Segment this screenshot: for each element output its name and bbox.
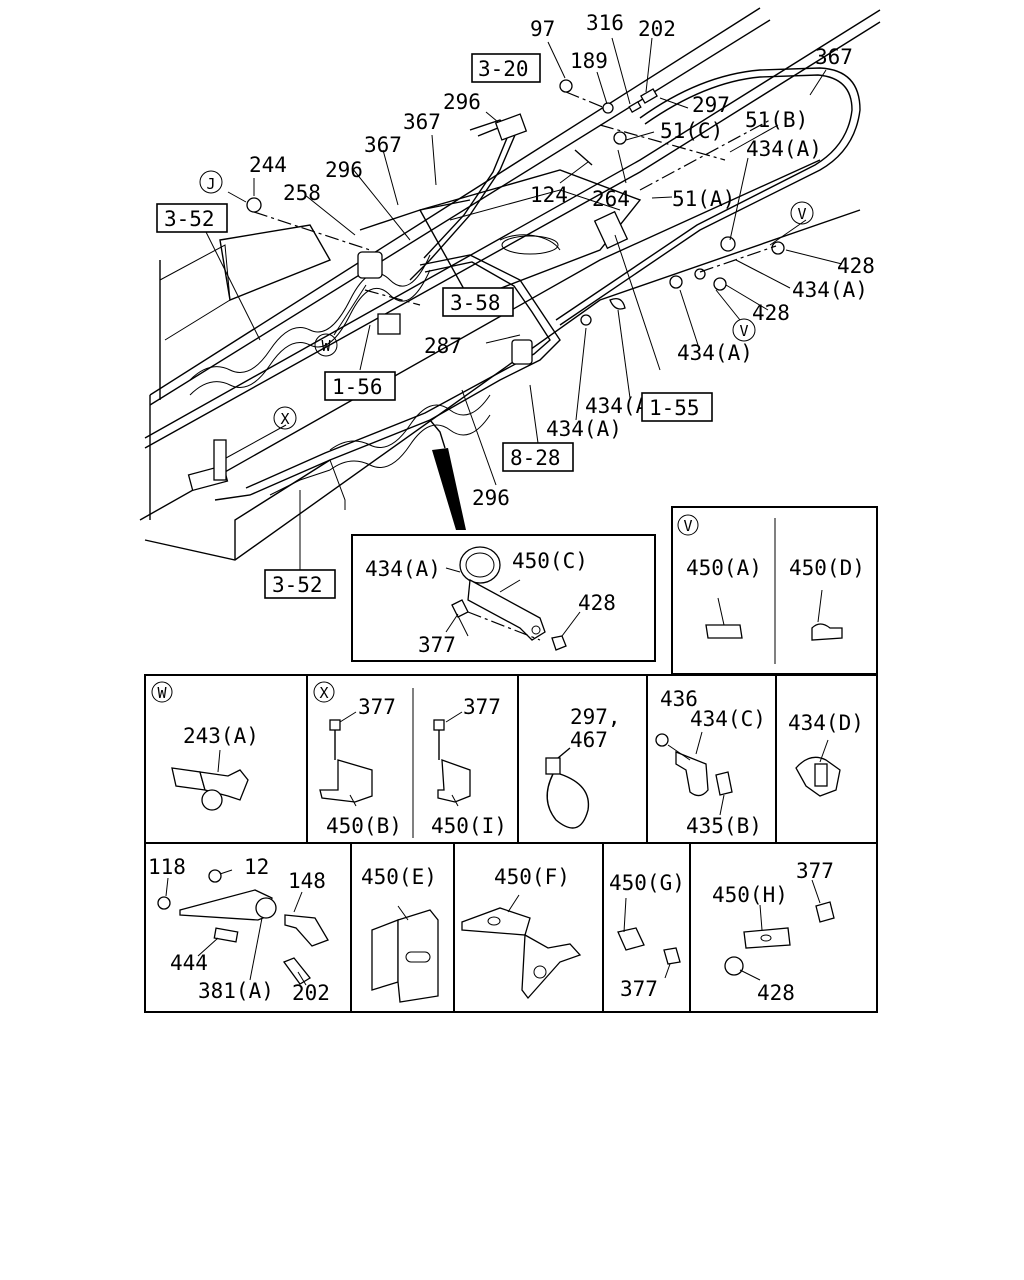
label-428-mid: 428 [752,301,790,325]
ref-box-3-20[interactable]: 3-20 [471,53,541,83]
svg-text:J: J [206,175,215,193]
label-296-top: 296 [443,90,481,114]
label-367-mid: 367 [403,110,441,134]
callout-circle-j: J [199,170,223,194]
label-434a-bottom: 434(A) [546,417,622,441]
label-118: 118 [148,855,186,879]
label-202-top: 202 [638,17,676,41]
label-450d: 450(D) [789,556,865,580]
label-367-left: 367 [364,133,402,157]
svg-text:1-56: 1-56 [332,375,383,399]
svg-text:1-55: 1-55 [649,396,700,420]
label-444: 444 [170,951,208,975]
panel-bracket-h: 450(H) 377 428 [712,859,835,1005]
panel-bracket-g: 450(G) 377 [609,871,685,1001]
label-450h: 450(H) [712,883,788,907]
label-243a: 243(A) [183,724,259,748]
svg-text:3-52: 3-52 [164,207,215,231]
label-202-bottom: 202 [292,981,330,1005]
label-297-467b: 467 [570,728,608,752]
label-450b: 450(B) [326,814,402,838]
callout-circle-w: W [314,333,338,357]
label-97: 97 [530,17,555,41]
ref-box-3-58[interactable]: 3-58 [442,287,514,317]
panel-h-label-377: 377 [796,859,834,883]
label-296-bottom: 296 [472,486,510,510]
label-264: 264 [592,187,630,211]
svg-text:W: W [321,337,331,355]
svg-text:3-58: 3-58 [450,291,501,315]
label-297-467a: 297, [570,705,621,729]
panel-x-label-377b: 377 [463,695,501,719]
label-428-right: 428 [837,254,875,278]
panel-bracket-e: 450(E) [361,865,439,1003]
label-258: 258 [283,181,321,205]
panel-v-tag: V [683,517,692,535]
panel-x-tag: X [319,684,328,702]
label-316: 316 [586,11,624,35]
label-51a: 51(A) [672,187,735,211]
panel-clip-d: 434(D) [788,711,864,797]
label-450g: 450(G) [609,871,685,895]
panel-x-label-377a: 377 [358,695,396,719]
chassis-frame-drawing [139,7,881,570]
label-381a: 381(A) [198,979,274,1003]
label-434a-top: 434(A) [746,137,822,161]
panel-w: W 243(A) [151,681,259,811]
label-434c: 434(C) [690,707,766,731]
panel-bracket-assy: 118 12 148 444 381(A) 202 [148,855,330,1005]
svg-text:V: V [739,322,748,340]
label-12: 12 [244,855,269,879]
ref-box-1-56[interactable]: 1-56 [324,371,396,401]
clamp-label-377: 377 [418,633,456,657]
panel-clip-c: 436 434(C) 435(B) [655,687,766,838]
label-450e: 450(E) [361,865,437,889]
label-287: 287 [424,334,462,358]
parts-grid-frame [144,674,878,1013]
svg-text:V: V [797,205,806,223]
panel-bracket-f: 450(F) [461,865,582,1000]
svg-text:3-52: 3-52 [272,573,323,597]
panel-g-label-377: 377 [620,977,658,1001]
label-148: 148 [288,869,326,893]
panel-x: X 377 377 450(B) 450(I) [313,681,507,838]
clamp-label-434a: 434(A) [365,557,441,581]
label-296-left: 296 [325,158,363,182]
svg-text:X: X [280,410,289,428]
label-297: 297 [692,93,730,117]
label-435b: 435(B) [686,814,762,838]
ref-box-3-52-bottom[interactable]: 3-52 [264,569,336,599]
label-51c: 51(C) [660,119,723,143]
label-189: 189 [570,49,608,73]
clamp-label-428: 428 [578,591,616,615]
ref-box-8-28[interactable]: 8-28 [502,442,574,472]
ref-box-3-52-top[interactable]: 3-52 [156,203,228,233]
label-450i: 450(I) [431,814,507,838]
panel-tie-strap: 297, 467 [545,705,621,829]
label-436: 436 [660,687,698,711]
label-434a-right: 434(A) [792,278,868,302]
clamp-label-450c: 450(C) [512,549,588,573]
panel-v: V 450(A) 450(D) [671,506,878,675]
ref-box-1-55[interactable]: 1-55 [641,392,713,422]
callout-circle-x: X [273,406,297,430]
label-367-right: 367 [815,45,853,69]
label-450f: 450(F) [494,865,570,889]
svg-text:3-20: 3-20 [478,57,529,81]
callout-circle-v2: V [732,318,756,342]
label-124: 124 [530,183,568,207]
label-434a-center: 434(A) [677,341,753,365]
label-51b: 51(B) [745,108,808,132]
panel-w-tag: W [157,684,167,702]
label-434d: 434(D) [788,711,864,735]
svg-text:8-28: 8-28 [510,446,561,470]
panel-h-label-428: 428 [757,981,795,1005]
label-450a: 450(A) [686,556,762,580]
detail-clamp-panel: 434(A) 450(C) 428 377 [351,534,656,662]
callout-circle-v1: V [790,201,814,225]
label-244: 244 [249,153,287,177]
